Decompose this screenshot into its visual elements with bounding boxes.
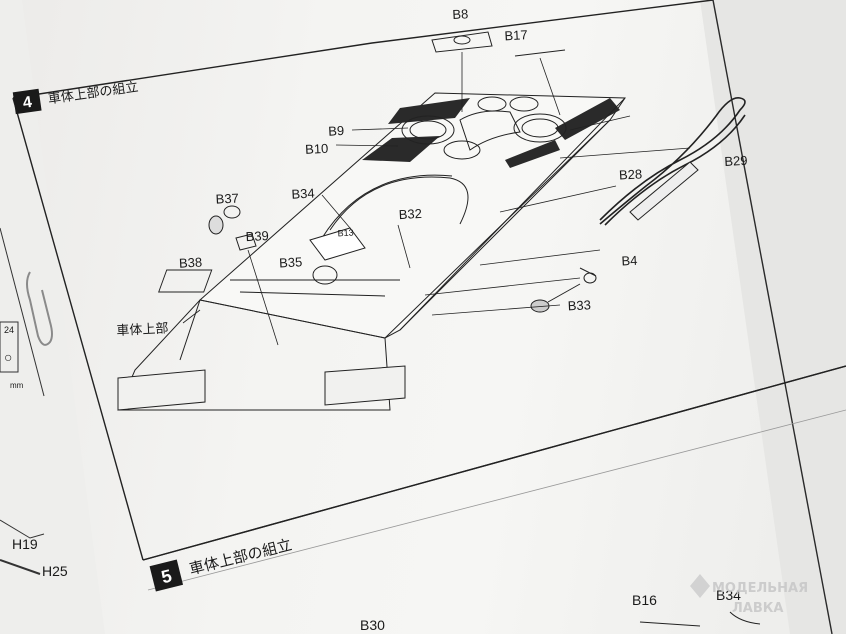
- watermark-line1: МОДЕЛЬНАЯ: [712, 581, 808, 596]
- watermark-line2: ЛАВКА: [732, 601, 783, 616]
- label-b34: B34: [291, 186, 315, 202]
- label-b28: B28: [619, 166, 643, 182]
- page-edge-right: [712, 0, 833, 634]
- watermark-logo: МОДЕЛЬНАЯ ЛАВКА: [690, 574, 808, 616]
- binding-clip: [26, 271, 53, 346]
- step5-number-box: [149, 559, 184, 592]
- label-b8: B8: [452, 6, 469, 22]
- step5-title: 車体上部の組立: [187, 536, 293, 579]
- label-b38: B38: [179, 254, 203, 270]
- label-b16: B16: [632, 592, 657, 608]
- left-page-border: [0, 227, 45, 397]
- label-b29: B29: [724, 153, 748, 169]
- step4-number: 4: [22, 94, 33, 112]
- left-circle-glyph: ○: [4, 349, 12, 365]
- label-b37: B37: [215, 190, 239, 206]
- label-b33: B33: [567, 297, 591, 313]
- label-b35: B35: [279, 254, 303, 270]
- step4-frame-top: [12, 0, 714, 99]
- label-b30: B30: [360, 617, 385, 633]
- label-b9: B9: [328, 123, 345, 139]
- upper-hull-drawing: [117, 31, 746, 411]
- label-b39: B39: [245, 228, 269, 244]
- left-partial-number: 24: [4, 325, 14, 335]
- label-b17: B17: [504, 27, 528, 43]
- step5-header: 5 車体上部の組立: [149, 536, 294, 592]
- step5-number: 5: [159, 566, 174, 588]
- label-b32: B32: [398, 206, 422, 222]
- step4-frame-left: [12, 97, 144, 561]
- left-partial-unit: mm: [10, 381, 24, 390]
- label-b13: B13: [337, 228, 354, 239]
- label-b10: B10: [305, 141, 329, 157]
- label-step5-b34: B34: [716, 587, 741, 603]
- label-upper-hull: 車体上部: [116, 321, 169, 339]
- label-b4: B4: [621, 253, 638, 269]
- watermark-icon: [690, 574, 710, 598]
- left-page-fragment: 24 ○ mm H19 H25: [0, 321, 68, 579]
- label-h19: H19: [12, 536, 38, 552]
- label-h25: H25: [42, 563, 68, 579]
- step4-number-box: [12, 88, 42, 115]
- step5-frame-top: [147, 409, 846, 591]
- step4-title: 車体上部の組立: [47, 80, 139, 108]
